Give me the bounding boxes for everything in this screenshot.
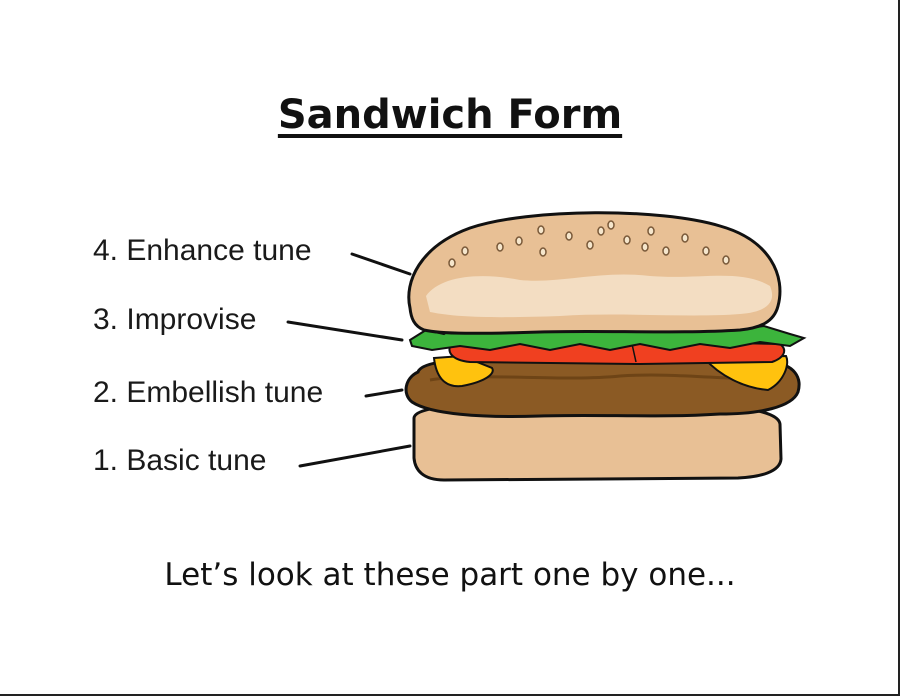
leader-line-3: [286, 320, 404, 342]
footer-text: Let’s look at these part one by one...: [164, 557, 736, 593]
label-basic-tune: 1. Basic tune: [93, 444, 267, 477]
cheese: [432, 354, 494, 388]
leader-line-2: [364, 388, 404, 398]
label-enhance-tune: 4. Enhance tune: [93, 234, 312, 267]
label-improvise: 3. Improvise: [93, 303, 257, 336]
leader-line-4: [350, 252, 412, 276]
sesame-seeds: [448, 220, 730, 268]
leader-line-1: [298, 444, 412, 468]
label-embellish-tune: 2. Embellish tune: [93, 376, 324, 409]
slide-title: Sandwich Form: [277, 92, 623, 138]
